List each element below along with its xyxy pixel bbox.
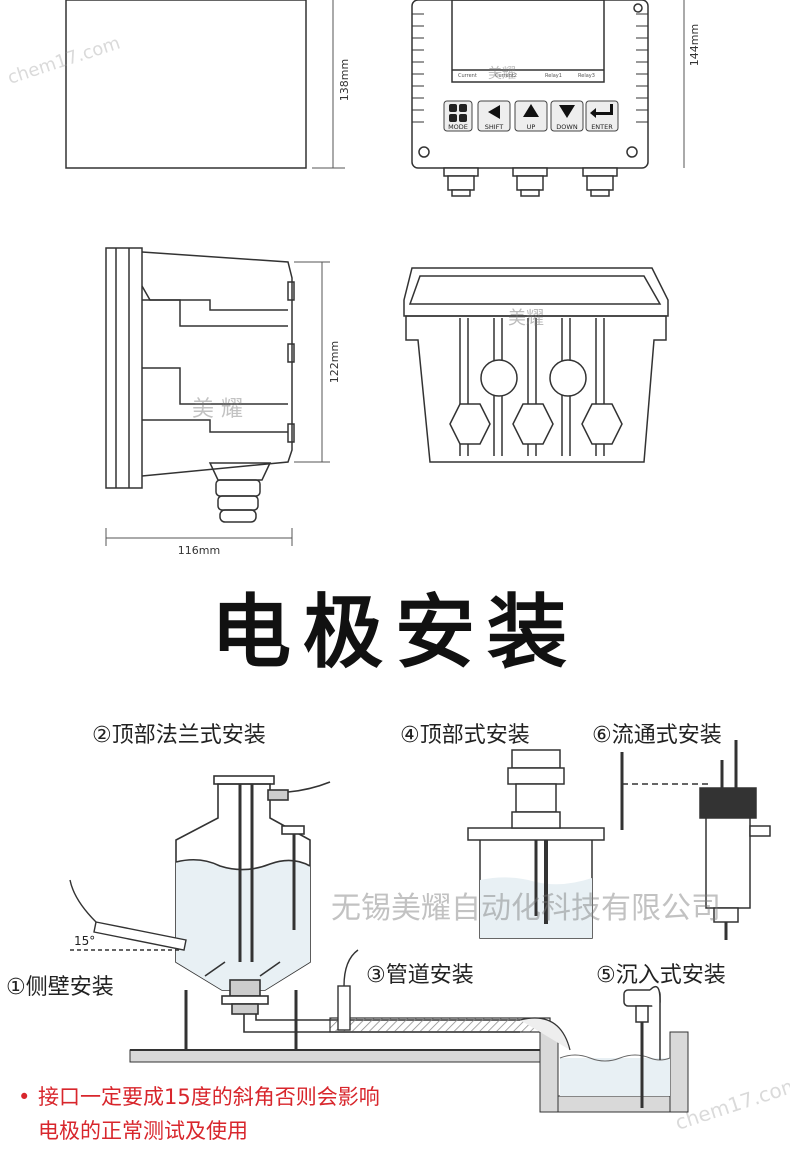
ground: [129, 1031, 689, 1113]
label-side-wall: ①侧壁安装: [6, 975, 114, 1000]
down-label: DOWN: [556, 123, 578, 131]
label-top-flange: ②顶部法兰式安装: [92, 723, 266, 748]
latin-watermark-top: chem17.com: [5, 33, 123, 89]
side-height-label: 122mm: [328, 341, 341, 383]
down-arrow-icon: [559, 105, 575, 118]
side-width-label: 116mm: [178, 544, 220, 557]
screen-label-relay1: Relay1: [545, 73, 562, 79]
label-flow: ⑥流通式安装: [592, 723, 722, 748]
note-line2: 电极的正常测试及使用: [38, 1119, 248, 1143]
side-watermark: 美 耀: [192, 397, 243, 422]
company-watermark: 无锡美耀自动化科技有限公司: [331, 891, 721, 926]
note: • 接口一定要成15度的斜角否则会影响 电极的正常测试及使用: [18, 1085, 380, 1143]
screen-label-current: Current: [458, 73, 477, 79]
left-arrow-icon: [488, 105, 500, 119]
pipe-probe: [337, 949, 359, 1031]
side-width-dimension: [105, 528, 293, 546]
latin-watermark-bottom: chem17.com: [672, 1072, 790, 1135]
side-wall-probe: [69, 879, 187, 951]
screen-label-current2: Current2: [495, 73, 517, 79]
front-height-dimension: [312, 0, 345, 169]
enter-icon: [590, 104, 613, 118]
bottom-watermark: 美耀: [508, 308, 544, 329]
front-height2-label: 144mm: [688, 24, 701, 66]
up-arrow-icon: [523, 104, 539, 117]
up-label: UP: [527, 123, 536, 131]
note-line1: 接口一定要成15度的斜角否则会影响: [38, 1085, 380, 1109]
mode-label: MODE: [448, 123, 468, 131]
top-install-vessel: [467, 749, 605, 939]
angle-label: 15°: [74, 934, 95, 948]
screen-watermark: 美耀: [488, 66, 516, 82]
screen-label-relay3: Relay3: [578, 73, 595, 79]
label-pipe: ③管道安装: [366, 963, 474, 988]
shift-button[interactable]: [477, 100, 511, 132]
enter-label: ENTER: [591, 123, 613, 131]
label-immersion: ⑤沉入式安装: [596, 963, 726, 988]
note-bullet: •: [18, 1085, 30, 1109]
tank: [175, 775, 520, 1050]
controller-front-view: [411, 0, 649, 169]
label-top: ④顶部式安装: [400, 723, 530, 748]
section-title: 电极安装: [211, 586, 579, 679]
front-panel-outline: [65, 0, 307, 169]
side-height-dimension: [294, 261, 330, 463]
front-height-label: 138mm: [338, 59, 351, 101]
pipe: [329, 1017, 571, 1051]
controller-bottom-view: [403, 267, 669, 463]
keypad: MODE SHIFT UP DOWN ENTER: [443, 100, 619, 132]
flow-install: [620, 740, 771, 940]
shift-label: SHIFT: [485, 123, 504, 131]
controller-side-view: [105, 247, 295, 523]
immersion-probe: [623, 985, 661, 1108]
screen-labels: Current Current2 Relay1 Relay3: [458, 73, 595, 79]
cable-glands-front: [443, 167, 618, 197]
